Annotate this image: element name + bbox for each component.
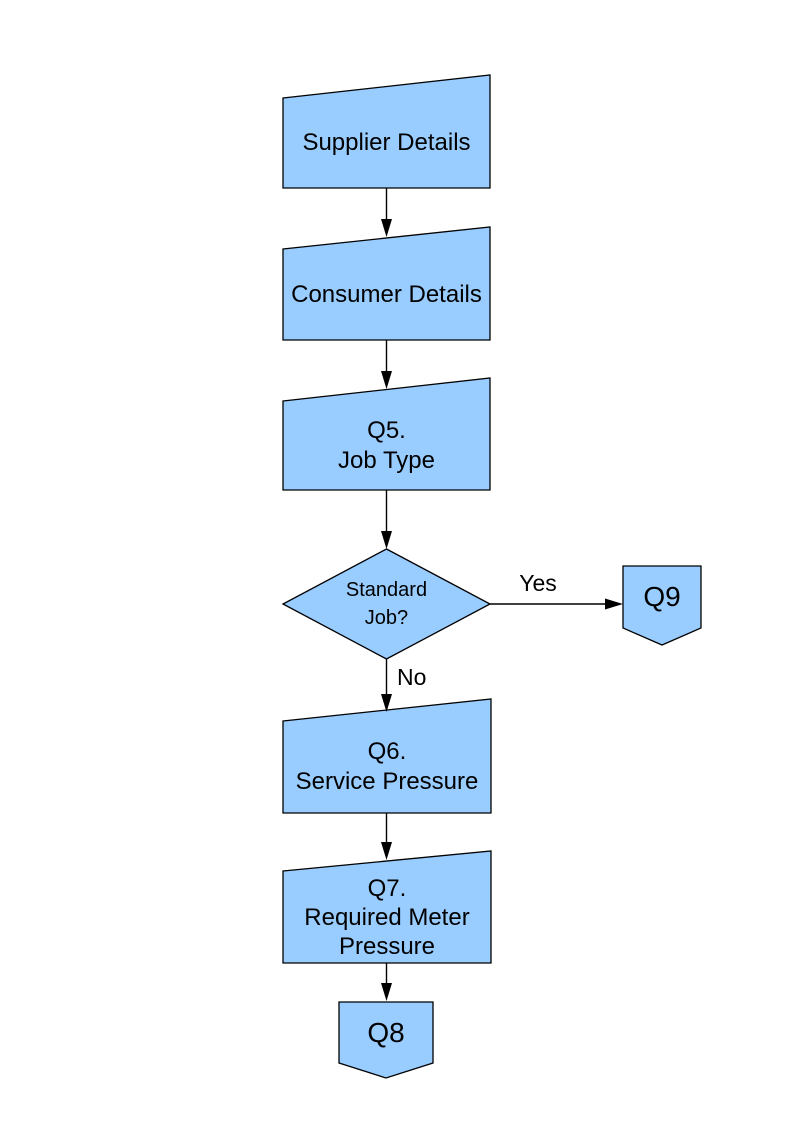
arrowhead-q6-to-q7	[381, 842, 392, 860]
node-supplier-details-shape	[282, 74, 491, 189]
arrowhead-q7-to-q8	[381, 983, 392, 1001]
node-q5-job-type-shape	[282, 377, 491, 491]
arrowhead-supplier-to-consumer	[381, 219, 392, 237]
arrowhead-consumer-to-q5	[381, 371, 392, 389]
decision-standard-job-shape	[281, 548, 492, 660]
node-q6-service-pressure-shape	[282, 698, 492, 814]
node-consumer-details-shape	[282, 226, 491, 341]
connector-q8-shape	[338, 1001, 434, 1079]
arrowhead-decision-to-q6	[381, 694, 392, 712]
arrowhead-q5-to-decision	[381, 531, 392, 549]
arrowhead-decision-to-q9	[605, 598, 623, 610]
connector-q9-shape	[622, 565, 702, 646]
node-q7-required-meter-pressure-shape	[282, 850, 492, 964]
